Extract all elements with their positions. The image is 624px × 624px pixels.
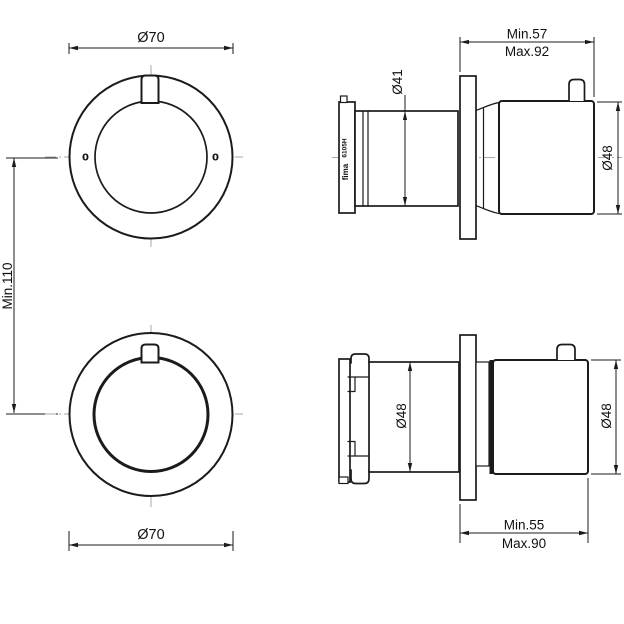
retainer-hook-top (347, 376, 371, 393)
adapter-cone (475, 204, 500, 215)
front-view-top: 0 0 (45, 65, 243, 248)
dim-front-top-diameter: Ø70 (68, 30, 234, 54)
wall-plate (459, 334, 477, 501)
rough-in-foot (338, 476, 349, 485)
stop-ring (489, 360, 493, 474)
arrowhead (11, 158, 17, 167)
dim-side-top-depth: Min.57 Max.92 (459, 27, 595, 97)
dim-vertical-spacing: Min.110 (0, 157, 58, 415)
handle-knob (498, 100, 595, 215)
dim-label-max-depth-top: Max.92 (505, 44, 549, 59)
index-tab (140, 343, 160, 364)
dim-label-vertical: Min.110 (0, 262, 15, 309)
dim-side-top-knob-diameter: Ø48 (597, 101, 622, 215)
dim-label-body-diameter-bottom: Ø48 (394, 403, 409, 429)
arrowhead (402, 111, 408, 120)
adapter-sleeve (475, 361, 490, 467)
arrowhead (460, 530, 469, 536)
arrowhead (613, 360, 619, 369)
dim-label-knob-diameter-bottom: Ø48 (599, 403, 614, 429)
arrowhead (615, 205, 621, 214)
handle-ring (92, 356, 210, 473)
dim-side-bottom-depth: Min.55 Max.90 (459, 478, 589, 551)
arrowhead (407, 362, 413, 371)
mounting-clip-bottom (350, 469, 370, 485)
rough-in-body (368, 361, 460, 473)
arrowhead (69, 45, 78, 51)
dim-label-knob-diameter-top: Ø48 (600, 145, 615, 171)
dim-label-min-depth-bottom: Min.55 (504, 518, 545, 533)
dim-side-top-body-diameter: Ø41 (390, 69, 408, 206)
dim-label-diameter-top: Ø70 (137, 30, 164, 46)
dim-label-max-depth-bottom: Max.90 (502, 536, 546, 551)
wall-plate (459, 75, 477, 240)
engraving-brand: fima (341, 163, 350, 180)
side-view-bottom (338, 334, 589, 501)
dim-label-diameter-bottom: Ø70 (137, 527, 164, 543)
handle-knob (492, 359, 589, 475)
index-tab (140, 74, 160, 104)
mounting-clip-top (350, 353, 370, 364)
arrowhead (224, 45, 233, 51)
dim-side-bottom-body-diameter: Ø48 (394, 362, 413, 472)
dim-label-body-diameter-top: Ø41 (390, 69, 405, 95)
retainer-hook-bottom (347, 440, 371, 457)
arrowhead (613, 465, 619, 474)
arrowhead (615, 102, 621, 111)
cartridge-body (354, 110, 459, 207)
front-view-bottom (45, 325, 243, 509)
adapter-cone (475, 101, 500, 112)
dim-front-bottom-diameter: Ø70 (68, 527, 234, 551)
arrowhead (11, 404, 17, 413)
zero-marker-left: 0 (82, 153, 89, 164)
zero-marker-right: 0 (212, 153, 219, 164)
arrowhead (69, 542, 78, 548)
arrowhead (224, 542, 233, 548)
side-view-top: 6105H fima (332, 75, 622, 240)
handle-button (568, 78, 586, 102)
engraving-code: 6105H (342, 138, 349, 157)
arrowhead (402, 197, 408, 206)
arrowhead (585, 39, 594, 45)
arrowhead (407, 463, 413, 472)
dim-side-bottom-knob-diameter: Ø48 (591, 359, 621, 475)
arrowhead (579, 530, 588, 536)
arrowhead (460, 39, 469, 45)
handle-ring (94, 100, 208, 214)
flange-notch (339, 95, 348, 104)
dim-label-min-depth-top: Min.57 (507, 27, 548, 42)
handle-button (556, 343, 576, 361)
